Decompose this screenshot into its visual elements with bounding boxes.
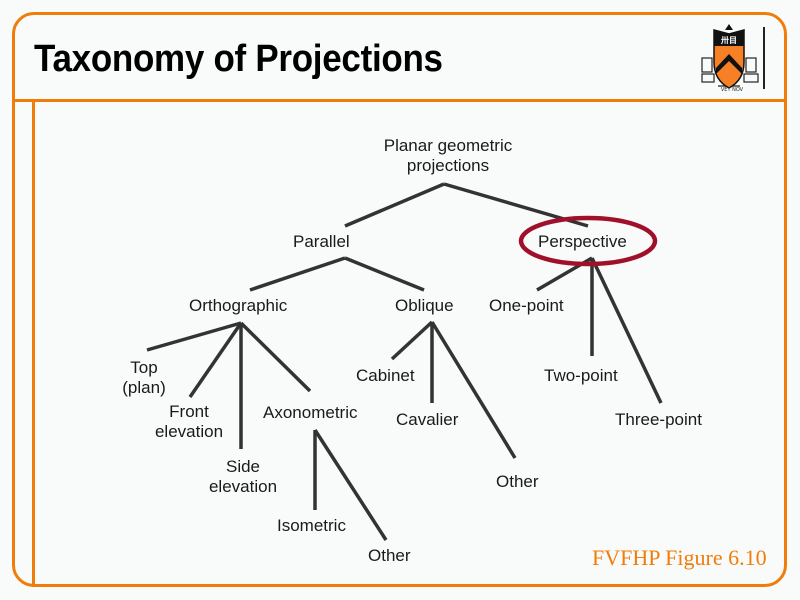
left-margin-rule	[32, 99, 35, 587]
perspective-highlight-ellipse	[518, 215, 658, 267]
node-cabinet: Cabinet	[356, 366, 415, 385]
node-oblique-other: Other	[496, 472, 539, 491]
node-side-elevation: Side elevation	[208, 457, 278, 496]
slide-frame	[12, 12, 787, 587]
node-isometric: Isometric	[277, 516, 346, 535]
node-axonometric-other: Other	[368, 546, 411, 565]
title-divider	[12, 99, 787, 102]
node-axonometric: Axonometric	[263, 403, 358, 422]
node-top-plan: Top (plan)	[122, 358, 166, 397]
figure-caption: FVFHP Figure 6.10	[592, 545, 767, 570]
node-perspective: Perspective	[538, 232, 627, 251]
node-planar-geometric-projections: Planar geometric projections	[383, 136, 513, 175]
node-orthographic: Orthographic	[189, 296, 288, 315]
node-parallel: Parallel	[293, 232, 350, 251]
svg-text:卅目: 卅目	[720, 35, 737, 45]
node-three-point: Three-point	[615, 410, 702, 429]
logo-rule	[763, 27, 765, 89]
node-oblique: Oblique	[395, 296, 454, 315]
svg-text:VET NOV: VET NOV	[721, 87, 744, 93]
node-front-elevation: Front elevation	[154, 402, 224, 441]
node-two-point: Two-point	[544, 366, 618, 385]
node-cavalier: Cavalier	[396, 410, 459, 429]
node-one-point: One-point	[489, 296, 564, 315]
princeton-shield-icon: 卅目 VET NOV	[701, 24, 759, 93]
slide-title: Taxonomy of Projections	[34, 38, 443, 80]
